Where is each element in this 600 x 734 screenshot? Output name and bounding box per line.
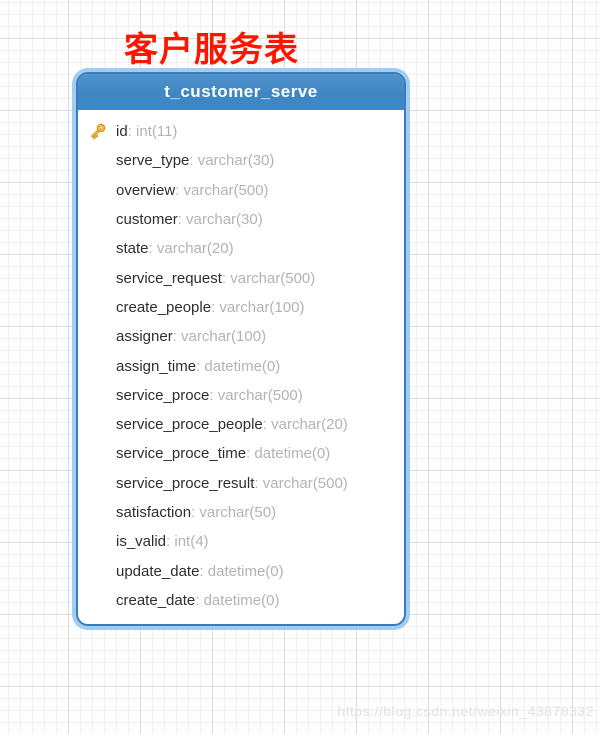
field-row-service_request[interactable]: service_request: varchar(500) xyxy=(86,263,404,292)
field-type: : datetime(0) xyxy=(196,357,281,375)
field-name: overview xyxy=(116,181,176,199)
field-name: update_date xyxy=(116,562,200,580)
field-type: : datetime(0) xyxy=(195,591,280,609)
field-row-update_date[interactable]: update_date: datetime(0) xyxy=(86,556,404,585)
field-name: is_valid xyxy=(116,533,167,551)
field-row-create_people[interactable]: create_people: varchar(100) xyxy=(86,293,404,322)
table-name: t_customer_serve xyxy=(164,82,318,101)
field-type: : varchar(20) xyxy=(262,416,348,434)
field-type: : varchar(100) xyxy=(172,328,267,346)
field-type: : varchar(500) xyxy=(175,181,269,199)
field-row-serve_type[interactable]: serve_type: varchar(30) xyxy=(86,146,404,175)
diagram-title: 客户服务表 xyxy=(124,31,299,69)
field-type: : varchar(30) xyxy=(189,152,275,170)
field-name: state xyxy=(116,240,149,258)
field-row-state[interactable]: state: varchar(20) xyxy=(86,234,404,263)
table-card-t-customer-serve[interactable]: t_customer_serve id: int(11)serve_type: … xyxy=(72,68,410,630)
field-row-satisfaction[interactable]: satisfaction: varchar(50) xyxy=(86,498,404,527)
field-name: assign_time xyxy=(116,357,197,375)
field-row-overview[interactable]: overview: varchar(500) xyxy=(86,176,404,205)
field-row-service_proce[interactable]: service_proce: varchar(500) xyxy=(86,381,404,410)
field-name: satisfaction xyxy=(116,504,192,521)
primary-key-icon xyxy=(86,121,116,143)
field-row-assigner[interactable]: assigner: varchar(100) xyxy=(86,322,404,351)
field-type: : varchar(500) xyxy=(209,386,303,404)
field-name: service_proce_people xyxy=(116,416,263,434)
field-row-service_proce_time[interactable]: service_proce_time: datetime(0) xyxy=(86,439,404,468)
field-row-is_valid[interactable]: is_valid: int(4) xyxy=(86,527,404,556)
field-type: : varchar(30) xyxy=(177,211,263,229)
field-name: service_proce_time xyxy=(116,445,247,463)
field-row-customer[interactable]: customer: varchar(30) xyxy=(86,205,404,234)
watermark-text: https://blog.csdn.net/weixin_43878332 xyxy=(337,703,594,719)
field-type: : varchar(20) xyxy=(148,240,234,258)
field-type: : varchar(50) xyxy=(191,504,277,521)
field-name: create_date xyxy=(116,591,196,609)
table-card-body: t_customer_serve id: int(11)serve_type: … xyxy=(76,72,406,626)
field-name: assigner xyxy=(116,328,173,346)
field-name: customer xyxy=(116,211,178,229)
field-name: serve_type xyxy=(116,152,190,170)
field-list: id: int(11)serve_type: varchar(30)overvi… xyxy=(78,110,404,615)
field-name: create_people xyxy=(116,298,212,316)
field-type: : datetime(0) xyxy=(246,445,331,463)
field-name: service_proce_result xyxy=(116,474,255,492)
field-row-id[interactable]: id: int(11) xyxy=(86,117,404,146)
field-row-service_proce_result[interactable]: service_proce_result: varchar(500) xyxy=(86,469,404,498)
field-row-create_date[interactable]: create_date: datetime(0) xyxy=(86,586,404,615)
field-type: : datetime(0) xyxy=(199,562,284,580)
field-type: : varchar(100) xyxy=(211,298,305,316)
field-type: : int(11) xyxy=(127,123,178,141)
field-row-assign_time[interactable]: assign_time: datetime(0) xyxy=(86,351,404,380)
field-name: service_request xyxy=(116,269,222,287)
field-type: : int(4) xyxy=(166,533,209,551)
field-type: : varchar(500) xyxy=(254,474,348,492)
field-type: : varchar(500) xyxy=(221,269,316,287)
field-name: service_proce xyxy=(116,386,210,404)
field-name: id xyxy=(116,123,128,141)
table-header[interactable]: t_customer_serve xyxy=(78,74,404,110)
field-row-service_proce_people[interactable]: service_proce_people: varchar(20) xyxy=(86,410,404,439)
